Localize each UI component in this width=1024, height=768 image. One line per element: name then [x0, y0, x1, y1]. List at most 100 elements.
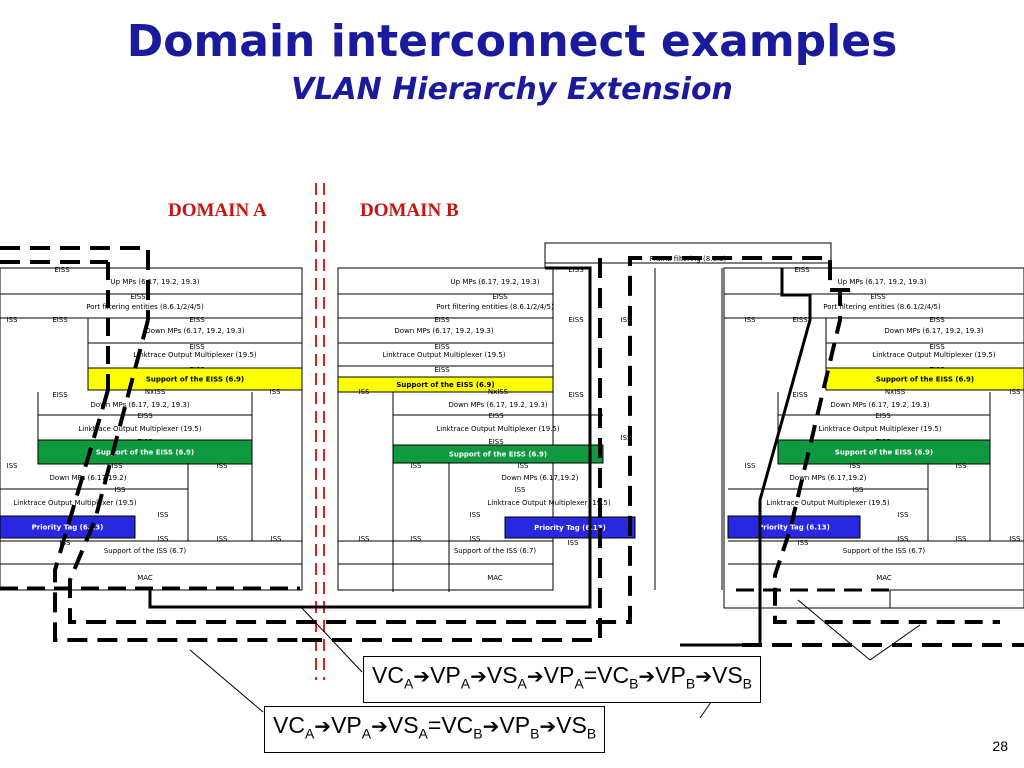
- bridge-b-eiss: EISS: [434, 343, 450, 351]
- bridge-a-down-mps-2: Down MPs (6.17, 19.2, 19.3): [90, 401, 189, 409]
- bridge-c-eiss: EISS: [929, 343, 945, 351]
- bridge-c-iss: ISS: [898, 535, 910, 543]
- bridge-c-iss: ISS: [798, 539, 810, 547]
- bridge-c-eiss: EISS: [870, 293, 886, 301]
- path-vpb: [300, 258, 602, 642]
- bridge-a-support-iss: Support of the ISS (6.7): [104, 547, 187, 555]
- bridge-c-port-filtering: Port filtering entities (8.6.1/2/4/5): [823, 303, 941, 311]
- bridge-b-eiss: EISS: [488, 412, 504, 420]
- domain-a-label: DOMAIN A: [168, 200, 267, 221]
- bridge-b-support-eiss-1-label: Support of the EISS (6.9): [396, 381, 494, 389]
- bridge-c-iss: ISS: [745, 462, 757, 470]
- callout-top-left: [299, 605, 363, 673]
- bridge-b-down-mps-3: Down MPs (6.17,19.2): [502, 474, 579, 482]
- bridge-c-iss: ISS: [853, 486, 865, 494]
- path-solid-c: [680, 268, 812, 647]
- bridge-b-up-mps: Up MPs (6.17, 19.2, 19.3): [451, 278, 540, 286]
- bridge-a-eiss: EISS: [189, 343, 205, 351]
- bridge-a-linktrace-3: Linktrace Output Multiplexer (19.5): [13, 499, 137, 507]
- path-vsa: [68, 256, 858, 624]
- bridge-c-mac: MAC: [876, 574, 892, 582]
- bridge-a-down-mps: Down MPs (6.17, 19.2, 19.3): [145, 327, 244, 335]
- bridge-b-support-eiss-1: [337, 376, 554, 393]
- bridge-a-down-mps-3: Down MPs (6.17,19.2): [50, 474, 127, 482]
- bridge-a-support-eiss-2-label: Support of the EISS (6.9): [96, 449, 194, 457]
- bridge-a-eiss: EISS: [189, 316, 205, 324]
- bridge-b-iss: ISS: [568, 539, 580, 547]
- bridge-c-mac-box: [889, 589, 1024, 609]
- bridge-b-linktrace-2: Linktrace Output Multiplexer (19.5): [436, 425, 560, 433]
- bridge-b-down-mps: Down MPs (6.17, 19.2, 19.3): [394, 327, 493, 335]
- bridge-b-eiss: EISS: [568, 316, 584, 324]
- path-vca-top: [0, 246, 150, 320]
- bridge-a-linktrace-2: Linktrace Output Multiplexer (19.5): [78, 425, 202, 433]
- bridge-c-support-iss: Support of the ISS (6.7): [843, 547, 926, 555]
- bridge-b-linktrace-3: Linktrace Output Multiplexer (19.5): [487, 499, 611, 507]
- bridge-b-priority-tag-label: Priority Tag (6.13): [534, 524, 606, 532]
- callout-top-right-2: [869, 624, 921, 661]
- path-solid-b: [148, 266, 592, 609]
- bridge-b-down-mps-2: Down MPs (6.17, 19.2, 19.3): [448, 401, 547, 409]
- bridge-a-eiss: EISS: [54, 266, 70, 274]
- bridge-c-iss: ISS: [850, 462, 862, 470]
- bridge-b-eiss: EISS: [568, 391, 584, 399]
- bridge-a-support-eiss-1-label: Support of the EISS (6.9): [146, 376, 244, 384]
- formula-bottom: VCA➔VPA➔VSA=VCB➔VPB➔VSB: [264, 706, 606, 753]
- path-vsb: [773, 288, 1000, 624]
- bridge-b-eiss: EISS: [568, 266, 584, 274]
- bridge-c-priority-tag-label: Priority Tag (6.13): [758, 524, 830, 532]
- bridge-a-iss: ISS: [7, 316, 19, 324]
- bridge-a-linktrace: Linktrace Output Multiplexer (19.5): [133, 351, 257, 359]
- bridge-c-iss: ISS: [898, 511, 910, 519]
- bridge-c-eiss: EISS: [794, 266, 810, 274]
- bridge-c-eiss: EISS: [929, 316, 945, 324]
- bridge-a-iss: ISS: [217, 535, 229, 543]
- bridge-c-linktrace-2: Linktrace Output Multiplexer (19.5): [818, 425, 942, 433]
- bridge-b-eiss: EISS: [492, 293, 508, 301]
- bridge-b-iss: ISS: [411, 535, 423, 543]
- bridge-b-frame: [337, 267, 554, 591]
- bridge-b-port-filtering: Port filtering entities (8.6.1/2/4/5): [436, 303, 554, 311]
- bridge-a-priority-tag-label: Priority Tag (6.13): [32, 524, 104, 532]
- callout-bottom-left: [189, 649, 264, 713]
- bridge-a-eiss: EISS: [52, 391, 68, 399]
- bridge-b-eiss: EISS: [434, 366, 450, 374]
- bridge-a-iss: ISS: [115, 486, 127, 494]
- bridge-c-down-mps-2: Down MPs (6.17, 19.2, 19.3): [830, 401, 929, 409]
- bridge-b-linktrace: Linktrace Output Multiplexer (19.5): [382, 351, 506, 359]
- bridge-a-priority-tag: [0, 515, 136, 539]
- bridge-b-nxiss: NxISS: [488, 388, 509, 396]
- bridge-b-iss: ISS: [621, 434, 633, 442]
- bridge-a-eiss: EISS: [130, 293, 146, 301]
- bridge-b-iss: ISS: [470, 535, 482, 543]
- bridge-c-support-eiss-1-label: Support of the EISS (6.9): [876, 376, 974, 384]
- bridge-a-iss: ISS: [112, 462, 124, 470]
- bridge-a-iss: ISS: [60, 539, 72, 547]
- bridge-a-eiss: EISS: [137, 412, 153, 420]
- bridge-b-eiss: EISS: [434, 316, 450, 324]
- formula-top: VCA➔VPA➔VSA➔VPA=VCB➔VPB➔VSB: [363, 656, 762, 703]
- bridge-c-up-mps: Up MPs (6.17, 19.2, 19.3): [838, 278, 927, 286]
- bridge-c-frame: [723, 267, 1024, 609]
- bridge-b-iss: ISS: [411, 462, 423, 470]
- bridge-c-support-eiss-2-label: Support of the EISS (6.9): [835, 449, 933, 457]
- bridge-a-eiss: EISS: [52, 316, 68, 324]
- bridge-c-eiss: EISS: [875, 412, 891, 420]
- bridge-b-mac: MAC: [487, 574, 503, 582]
- page-number: 28: [992, 738, 1008, 754]
- bridge-c-down-mps-3: Down MPs (6.17,19.2): [790, 474, 867, 482]
- bridge-c-iss: ISS: [956, 462, 968, 470]
- bridge-a-mac: MAC: [137, 574, 153, 582]
- bridge-c-support-eiss-2: [777, 439, 991, 465]
- bridge-c-eiss: EISS: [792, 391, 808, 399]
- bridge-b-support-eiss-2-label: Support of the EISS (6.9): [449, 451, 547, 459]
- bridge-a-iss: ISS: [217, 462, 229, 470]
- bridge-b-iss: ISS: [515, 486, 527, 494]
- bridge-b-iss: ISS: [518, 462, 530, 470]
- slide-subtitle: VLAN Hierarchy Extension: [291, 72, 733, 107]
- bridge-a-nxiss: NxISS: [145, 388, 166, 396]
- bridge-b-support-eiss-2: [392, 444, 604, 464]
- bridge-a-iss: ISS: [158, 535, 170, 543]
- bridge-a-iss: ISS: [158, 511, 170, 519]
- bridge-c-linktrace: Linktrace Output Multiplexer (19.5): [872, 351, 996, 359]
